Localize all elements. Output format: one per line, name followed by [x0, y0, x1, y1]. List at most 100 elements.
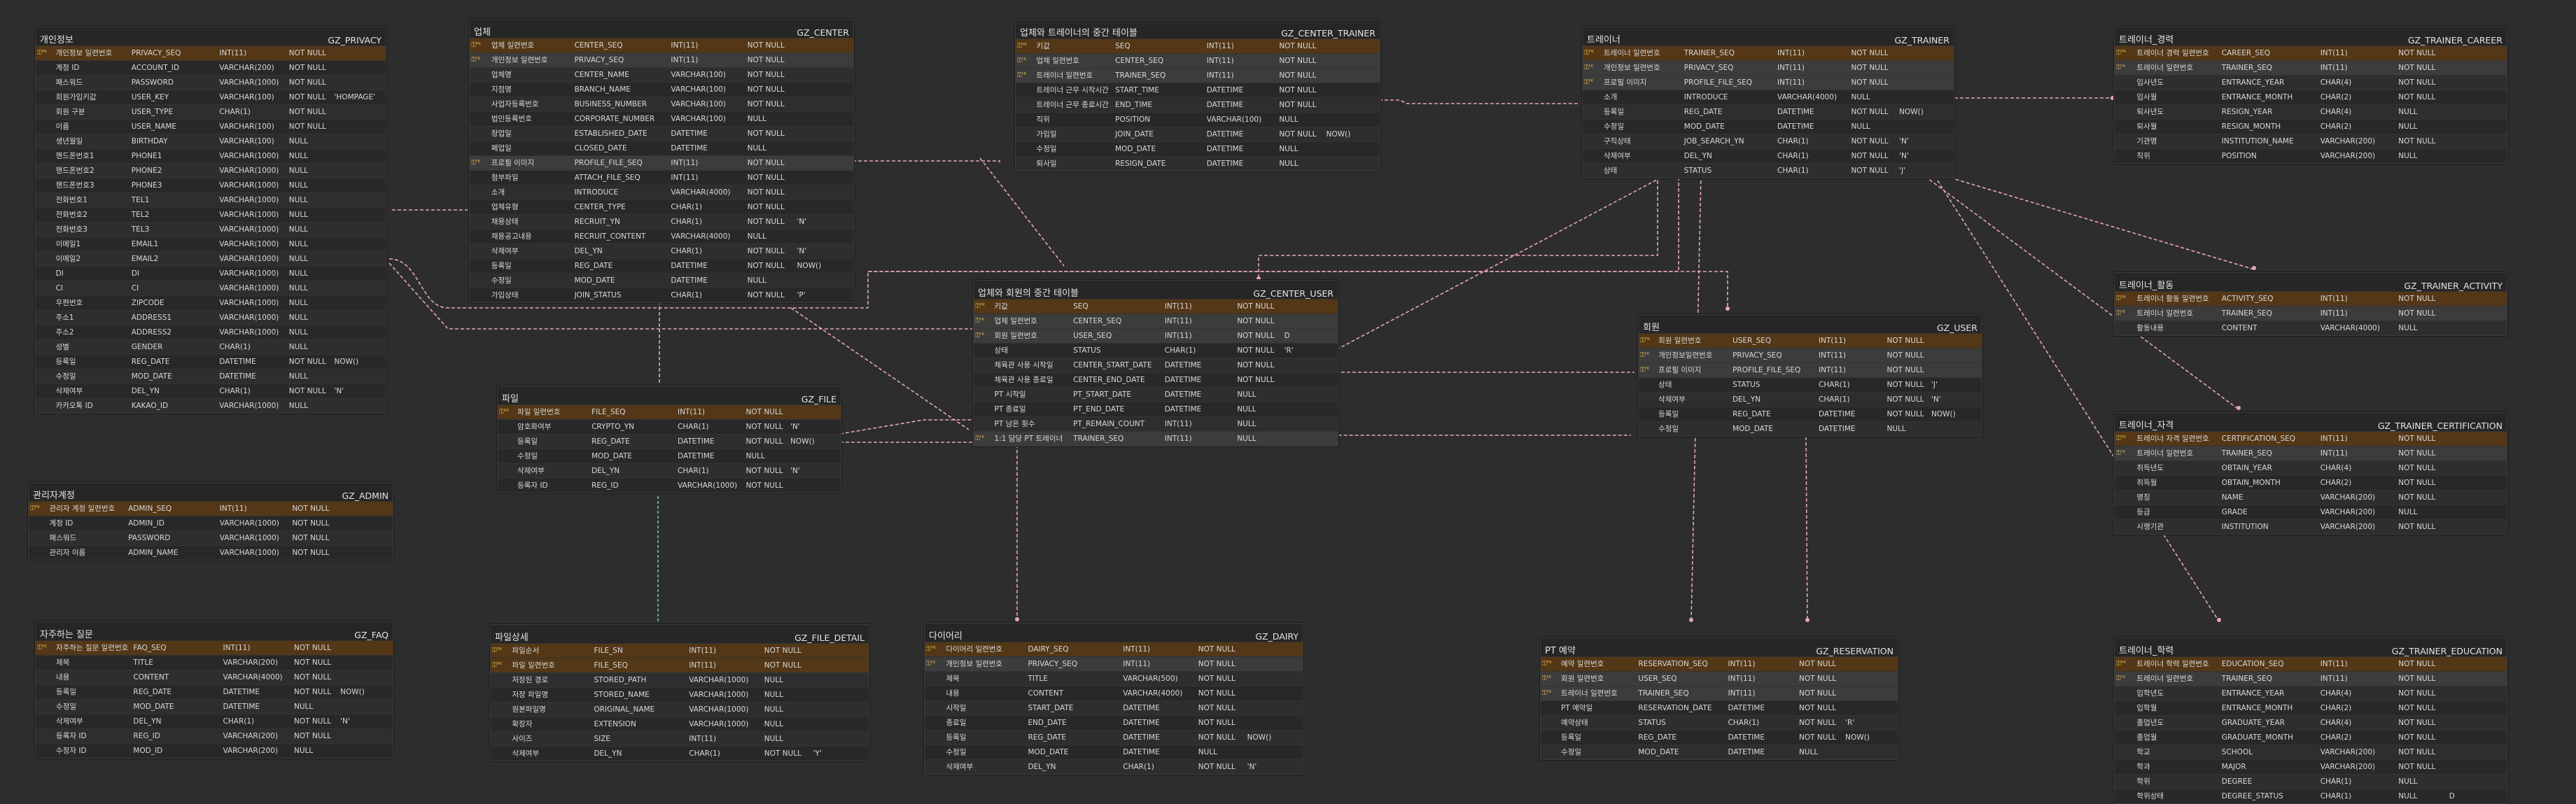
table-gz-file[interactable]: 파일GZ_FILE⚿ᴾᴷ파일 일련번호FILE_SEQINT(11)NOT NU…: [497, 386, 841, 493]
table-row[interactable]: ⚿ᴾᴷ다이어리 일련번호DAIRY_SEQINT(11)NOT NULL: [925, 642, 1303, 656]
table-row[interactable]: 패스워드PASSWORDVARCHAR(1000)NOT NULL: [29, 530, 393, 545]
table-row[interactable]: 원본파일명ORIGINAL_NAMEVARCHAR(1000)NULL: [491, 702, 869, 717]
table-row[interactable]: 졸업년도GRADUATE_YEARCHAR(4)NOT NULL: [2115, 715, 2507, 730]
table-row[interactable]: 이름USER_NAMEVARCHAR(100)NOT NULL: [36, 119, 386, 134]
table-row[interactable]: 삭제여부DEL_YNCHAR(1)NOT NULL'Y': [491, 746, 869, 761]
table-row[interactable]: 우편번호ZIPCODEVARCHAR(1000)NULL: [36, 295, 386, 310]
table-row[interactable]: 수정일MOD_DATEDATETIMENULL: [36, 369, 386, 383]
table-row[interactable]: ⚿ᴾᴷ파일순서FILE_SNINT(11)NOT NULL: [491, 643, 869, 658]
table-row[interactable]: 수정일MOD_DATEDATETIMENULL: [1541, 745, 1898, 759]
table-row[interactable]: 전화번호3TEL3VARCHAR(1000)NULL: [36, 222, 386, 237]
table-row[interactable]: 수정자 IDMOD_IDVARCHAR(200)NULL: [36, 743, 393, 758]
table-row[interactable]: ⚿ᴾᴷ트레이너 자격 일련번호CERTIFICATION_SEQINT(11)N…: [2115, 431, 2507, 446]
table-row[interactable]: 계정 IDACCOUNT_IDVARCHAR(200)NOT NULL: [36, 60, 386, 75]
table-row[interactable]: 지점명BRANCH_NAMEVARCHAR(100)NOT NULL: [470, 82, 853, 97]
table-row[interactable]: ⚿ᴾᴷ키값SEQINT(11)NOT NULL: [1016, 38, 1380, 53]
table-row[interactable]: 시작일START_DATEDATETIMENOT NULL: [925, 700, 1303, 715]
table-row[interactable]: ⚿ᴾᴷ키값SEQINT(11)NOT NULL: [974, 299, 1338, 313]
table-row[interactable]: 등록일REG_DATEDATETIMENOT NULLNOW(): [925, 730, 1303, 745]
table-row[interactable]: ⚿ᶠᴷ트레이너 일련번호TRAINER_SEQINT(11)NOT NULL: [2115, 60, 2507, 75]
table-row[interactable]: 삭제여부DEL_YNCHAR(1)NOT NULL'N': [470, 244, 853, 258]
table-gz-trainer-activity[interactable]: 트레이너_활동GZ_TRAINER_ACTIVITY⚿ᴾᴷ트레이너 활동 일련번…: [2114, 272, 2507, 336]
table-row[interactable]: 등록일REG_DATEDATETIMENOT NULLNOW(): [1639, 407, 1982, 421]
table-row[interactable]: 소개INTRODUCEVARCHAR(4000)NOT NULL: [470, 185, 853, 199]
table-row[interactable]: 삭제여부DEL_YNCHAR(1)NOT NULL'N': [498, 463, 841, 478]
table-row[interactable]: DIDIVARCHAR(1000)NULL: [36, 266, 386, 281]
table-row[interactable]: 트레이너 근무 종료시간END_TIMEDATETIMENOT NULL: [1016, 97, 1380, 112]
table-row[interactable]: ⚿ᶠᴷ회원 일련번호USER_SEQINT(11)NOT NULLD: [974, 328, 1338, 343]
table-row[interactable]: 등록일REG_DATEDATETIMENOT NULLNOW(): [1583, 104, 1954, 119]
table-row[interactable]: ⚿ᶠᴷ개인정보 일련번호PRIVACY_SEQINT(11)NOT NULL: [925, 656, 1303, 671]
table-row[interactable]: 입학월ENTRANCE_MONTHCHAR(2)NOT NULL: [2115, 700, 2507, 715]
table-row[interactable]: 업체명CENTER_NAMEVARCHAR(100)NOT NULL: [470, 67, 853, 82]
table-row[interactable]: ⚿ᶠᴷ업체 일련번호CENTER_SEQINT(11)NOT NULL: [974, 313, 1338, 328]
table-row[interactable]: 저장된 경로STORED_PATHVARCHAR(1000)NULL: [491, 672, 869, 687]
table-gz-reservation[interactable]: PT 예약GZ_RESERVATION⚿ᴾᴷ예약 일련번호RESERVATION…: [1540, 637, 1898, 760]
table-row[interactable]: 창업일ESTABLISHED_DATEDATETIMENOT NULL: [470, 126, 853, 141]
table-row[interactable]: 수정일MOD_DATEDATETIMENULL: [36, 699, 393, 714]
table-row[interactable]: ⚿ᴾᴷ트레이너 일련번호TRAINER_SEQINT(11)NOT NULL: [1583, 45, 1954, 60]
table-row[interactable]: 회원가입키값USER_KEYVARCHAR(100)NOT NULL'HOMPA…: [36, 90, 386, 104]
table-gz-trainer-education[interactable]: 트레이너_학력GZ_TRAINER_EDUCATION⚿ᴾᴷ트레이너 학력 일련…: [2114, 637, 2507, 804]
table-row[interactable]: 법인등록번호CORPORATE_NUMBERVARCHAR(100)NULL: [470, 111, 853, 126]
table-row[interactable]: 이메일2EMAIL2VARCHAR(1000)NULL: [36, 251, 386, 266]
table-row[interactable]: 상태STATUSCHAR(1)NOT NULL'J': [1583, 163, 1954, 178]
table-row[interactable]: 취득월OBTAIN_MONTHCHAR(2)NOT NULL: [2115, 475, 2507, 490]
table-row[interactable]: ⚿ᴾᴷ파일 일련번호FILE_SEQINT(11)NOT NULL: [498, 404, 841, 419]
table-row[interactable]: 입사년도ENTRANCE_YEARCHAR(4)NOT NULL: [2115, 75, 2507, 90]
table-row[interactable]: PT 남은 횟수PT_REMAIN_COUNTINT(11)NULL: [974, 416, 1338, 431]
table-row[interactable]: 상태STATUSCHAR(1)NOT NULL'J': [1639, 377, 1982, 392]
table-row[interactable]: 성별GENDERCHAR(1)NULL: [36, 339, 386, 354]
table-row[interactable]: 학위DEGREECHAR(1)NULL: [2115, 774, 2507, 789]
table-row[interactable]: 기관명INSTITUTION_NAMEVARCHAR(200)NOT NULL: [2115, 134, 2507, 148]
table-row[interactable]: 생년월일BIRTHDAYVARCHAR(100)NULL: [36, 134, 386, 148]
table-row[interactable]: 삭제여부DEL_YNCHAR(1)NOT NULL'N': [1639, 392, 1982, 407]
table-row[interactable]: 전화번호2TEL2VARCHAR(1000)NULL: [36, 207, 386, 222]
table-row[interactable]: 수정일MOD_DATEDATETIMENULL: [925, 745, 1303, 759]
table-row[interactable]: 계정 IDADMIN_IDVARCHAR(1000)NOT NULL: [29, 516, 393, 530]
table-row[interactable]: ⚿ᴾᴷ파일 일련번호FILE_SEQINT(11)NOT NULL: [491, 658, 869, 672]
table-row[interactable]: 수정일MOD_DATEDATETIMENULL: [1016, 141, 1380, 156]
table-row[interactable]: 수정일MOD_DATEDATETIMENULL: [470, 273, 853, 288]
table-row[interactable]: 등록일REG_DATEDATETIMENOT NULLNOW(): [498, 434, 841, 449]
table-row[interactable]: 등록일REG_DATEDATETIMENOT NULLNOW(): [470, 258, 853, 273]
table-row[interactable]: ⚿ᴾᴷ관리자 계정 일련번호ADMIN_SEQINT(11)NOT NULL: [29, 501, 393, 516]
table-row[interactable]: ⚿ᶠᴷ업체 일련번호CENTER_SEQINT(11)NOT NULL: [1016, 53, 1380, 68]
table-row[interactable]: 학과MAJORVARCHAR(200)NOT NULL: [2115, 759, 2507, 774]
table-row[interactable]: 채용상태RECRUIT_YNCHAR(1)NOT NULL'N': [470, 214, 853, 229]
table-row[interactable]: ⚿ᶠᴷ트레이너 일련번호TRAINER_SEQINT(11)NOT NULL: [2115, 671, 2507, 686]
table-row[interactable]: 졸업월GRADUATE_MONTHCHAR(2)NOT NULL: [2115, 730, 2507, 745]
table-row[interactable]: 사이즈SIZEINT(11)NULL: [491, 731, 869, 746]
table-gz-privacy[interactable]: 개인정보GZ_PRIVACY⚿ᴾᴷ개인정보 일련번호PRIVACY_SEQINT…: [35, 27, 386, 414]
table-row[interactable]: 직위POSITIONVARCHAR(200)NULL: [2115, 148, 2507, 163]
table-gz-dairy[interactable]: 다이어리GZ_DAIRY⚿ᴾᴷ다이어리 일련번호DAIRY_SEQINT(11)…: [924, 623, 1303, 775]
table-row[interactable]: 업체유형CENTER_TYPECHAR(1)NOT NULL: [470, 199, 853, 214]
table-row[interactable]: 명칭NAMEVARCHAR(200)NOT NULL: [2115, 490, 2507, 505]
table-row[interactable]: 핸드폰번호3PHONE3VARCHAR(1000)NULL: [36, 178, 386, 192]
table-gz-trainer-career[interactable]: 트레이너_경력GZ_TRAINER_CAREER⚿ᴾᴷ트레이너 경력 일련번호C…: [2114, 27, 2507, 164]
table-row[interactable]: 직위POSITIONVARCHAR(100)NULL: [1016, 112, 1380, 127]
table-row[interactable]: 입학년도ENTRANCE_YEARCHAR(4)NOT NULL: [2115, 686, 2507, 700]
table-row[interactable]: 핸드폰번호1PHONE1VARCHAR(1000)NULL: [36, 148, 386, 163]
table-gz-trainer[interactable]: 트레이너GZ_TRAINER⚿ᴾᴷ트레이너 일련번호TRAINER_SEQINT…: [1582, 27, 1954, 178]
table-row[interactable]: 학위상태DEGREE_STATUSCHAR(1)NULLD: [2115, 789, 2507, 803]
table-row[interactable]: 삭제여부DEL_YNCHAR(1)NOT NULL'N': [36, 714, 393, 728]
table-row[interactable]: ⚿ᴾᴷ예약 일련번호RESERVATION_SEQINT(11)NOT NULL: [1541, 656, 1898, 671]
table-row[interactable]: 가입일JOIN_DATEDATETIMENOT NULLNOW(): [1016, 127, 1380, 141]
table-row[interactable]: 시행기관INSTITUTIONVARCHAR(200)NOT NULL: [2115, 519, 2507, 534]
table-row[interactable]: ⚿ᶠᴷ개인정보일련번호PRIVACY_SEQINT(11)NOT NULL: [1639, 348, 1982, 362]
table-row[interactable]: 이메일1EMAIL1VARCHAR(1000)NULL: [36, 237, 386, 251]
table-row[interactable]: 가입상태JOIN_STATUSCHAR(1)NOT NULL'P': [470, 288, 853, 302]
table-row[interactable]: ⚿ᶠᴷ개인정보 일련번호PRIVACY_SEQINT(11)NOT NULL: [1583, 60, 1954, 75]
table-row[interactable]: 관리자 이름ADMIN_NAMEVARCHAR(1000)NOT NULL: [29, 545, 393, 560]
table-row[interactable]: ⚿ᶠᴷ회원 일련번호USER_SEQINT(11)NOT NULL: [1541, 671, 1898, 686]
table-gz-file-detail[interactable]: 파일상세GZ_FILE_DETAIL⚿ᴾᴷ파일순서FILE_SNINT(11)N…: [490, 624, 869, 761]
table-row[interactable]: ⚿ᴾᴷ개인정보 일련번호PRIVACY_SEQINT(11)NOT NULL: [36, 45, 386, 60]
table-row[interactable]: 소개INTRODUCEVARCHAR(4000)NULL: [1583, 90, 1954, 104]
table-row[interactable]: 저장 파일명STORED_NAMEVARCHAR(1000)NULL: [491, 687, 869, 702]
table-row[interactable]: ⚿ᶠᴷ프로필 이미지PROFILE_FILE_SEQINT(11)NOT NUL…: [470, 155, 853, 170]
table-row[interactable]: 학교SCHOOLVARCHAR(200)NOT NULL: [2115, 745, 2507, 759]
table-gz-center[interactable]: 업체GZ_CENTER⚿ᴾᴷ업체 일련번호CENTER_SEQINT(11)NO…: [469, 19, 854, 303]
table-row[interactable]: 등록자 IDREG_IDVARCHAR(200)NOT NULL: [36, 728, 393, 743]
table-row[interactable]: ⚿ᴾᴷ트레이너 학력 일련번호EDUCATION_SEQINT(11)NOT N…: [2115, 656, 2507, 671]
